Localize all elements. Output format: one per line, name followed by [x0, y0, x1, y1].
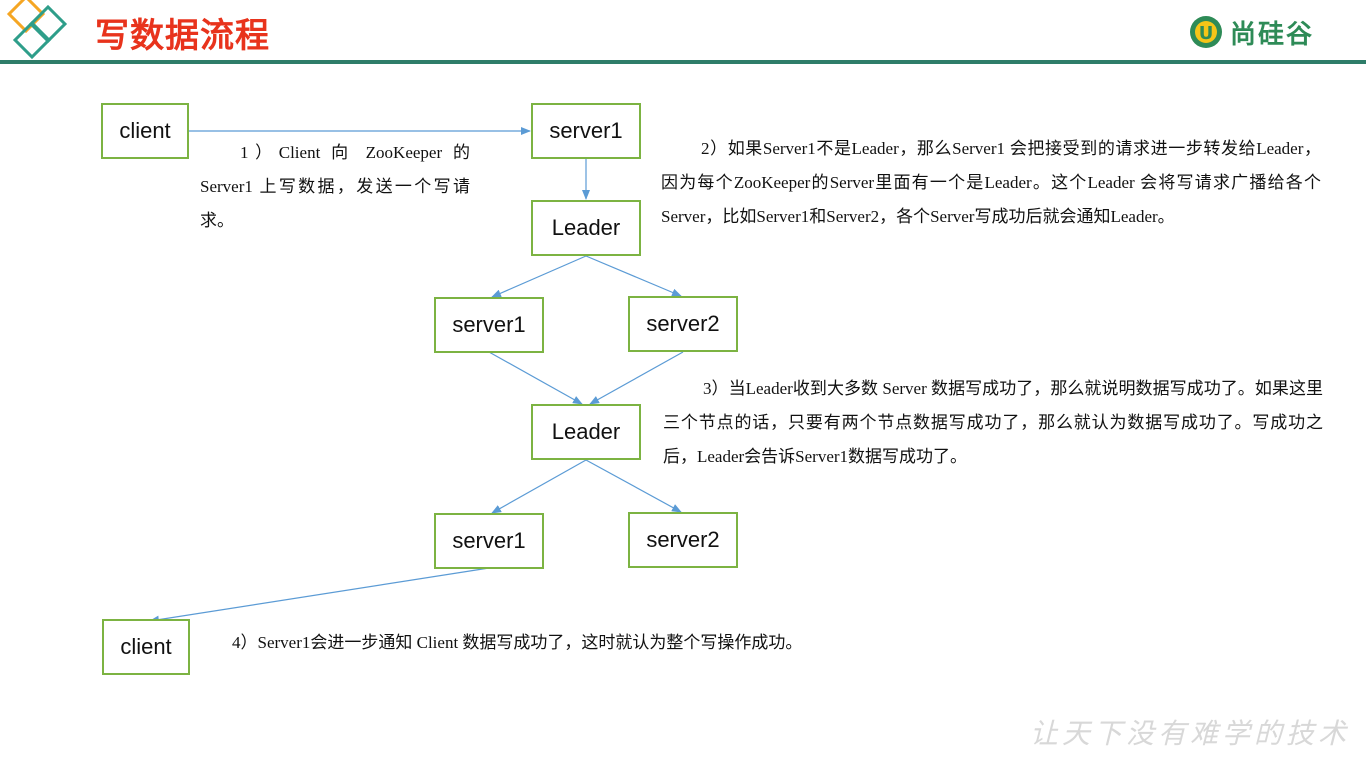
node-client-top: client: [101, 103, 189, 159]
brand-u-icon: U: [1190, 16, 1222, 48]
node-server2-mid: server2: [628, 296, 738, 352]
node-client-bottom: client: [102, 619, 190, 675]
node-server1-bottom: server1: [434, 513, 544, 569]
logo-diamonds-icon: [6, 0, 68, 60]
brand-name: 尚硅谷: [1230, 19, 1315, 50]
arrow-leader2-to-server2: [585, 459, 682, 513]
arrow-server1-to-client: [149, 567, 490, 624]
footer-slogan: 让天下没有难学的技术: [1030, 717, 1351, 750]
page-title: 写数据流程: [95, 16, 270, 56]
node-leader-2: Leader: [531, 404, 641, 460]
arrow-leader-to-server2: [585, 255, 682, 297]
step-3-text: 3）当Leader收到大多数 Server 数据写成功了，那么就说明数据写成功了…: [663, 379, 1323, 466]
arrow-leader2-to-server1: [491, 459, 587, 514]
step-4-text: 4）Server1会进一步通知 Client 数据写成功了，这时就认为整个写操作…: [232, 633, 803, 652]
arrow-server2-to-leader2: [589, 351, 684, 405]
node-server2-bottom: server2: [628, 512, 738, 568]
step-2-text: 2）如果Server1不是Leader，那么Server1 会把接受到的请求进一…: [661, 139, 1321, 226]
svg-text:U: U: [1199, 23, 1214, 44]
node-leader-1: Leader: [531, 200, 641, 256]
arrow-server1-to-leader2: [488, 351, 583, 405]
brand-logo: U 尚硅谷: [1188, 14, 1314, 50]
step-1-text: 1）Client 向 ZooKeeper 的 Server1 上写数据，发送一个…: [200, 143, 470, 230]
header-divider: [0, 60, 1366, 64]
arrow-leader-to-server1: [491, 255, 587, 298]
node-server1-top: server1: [531, 103, 641, 159]
node-server1-mid: server1: [434, 297, 544, 353]
